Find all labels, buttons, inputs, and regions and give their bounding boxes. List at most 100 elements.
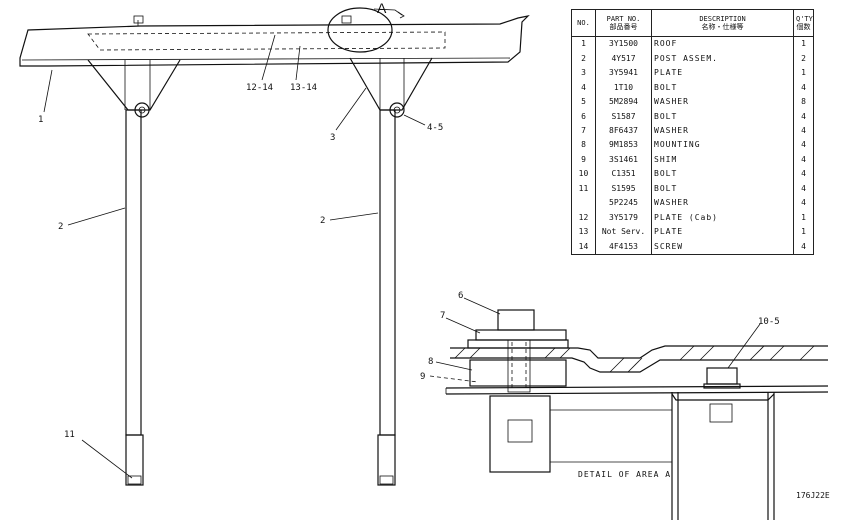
row-qty: 1 xyxy=(793,210,814,225)
right-post xyxy=(377,109,396,486)
header-qty: Q'TY 個数 xyxy=(793,9,814,37)
row-description: SHIM xyxy=(651,152,794,168)
row-qty: 8 xyxy=(793,94,814,110)
callout-2-left: 2 xyxy=(58,222,63,232)
row-qty: 4 xyxy=(793,138,814,153)
parts-list-table: NO. PART NO. 部品番号 DESCRIPTION 名称・仕様等 Q'T… xyxy=(571,9,814,256)
row-no: 11 xyxy=(571,181,596,197)
right-post-bracket xyxy=(349,57,433,118)
row-qty: 4 xyxy=(793,196,814,211)
row-no xyxy=(571,196,596,211)
row-qty: 4 xyxy=(793,167,814,182)
row-description: WASHER xyxy=(651,94,794,110)
callout-12-14: 12-14 xyxy=(246,83,273,93)
row-no: 9 xyxy=(571,152,596,168)
callout-3: 3 xyxy=(330,133,335,143)
callout-10-5: 10-5 xyxy=(758,317,780,327)
row-description: ROOF xyxy=(651,36,794,52)
row-qty: 4 xyxy=(793,123,814,139)
row-description: POST ASSEM. xyxy=(651,51,794,66)
row-part-no: 3Y5941 xyxy=(595,65,652,81)
callout-6: 6 xyxy=(458,291,463,301)
callout-2-right: 2 xyxy=(320,216,325,226)
row-qty: 4 xyxy=(793,152,814,168)
row-part-no: 3S1461 xyxy=(595,152,652,168)
row-qty: 4 xyxy=(793,239,814,256)
row-description: WASHER xyxy=(651,123,794,139)
row-description: BOLT xyxy=(651,109,794,124)
header-no: NO. xyxy=(571,9,596,37)
callout-9: 9 xyxy=(420,372,425,382)
header-description: DESCRIPTION 名称・仕様等 xyxy=(651,9,794,37)
row-no: 7 xyxy=(571,123,596,139)
left-post xyxy=(125,109,144,486)
row-description: BOLT xyxy=(651,80,794,95)
roof xyxy=(19,15,530,67)
parts-table-header: NO. PART NO. 部品番号 DESCRIPTION 名称・仕様等 Q'T… xyxy=(571,9,814,37)
row-no: 12 xyxy=(571,210,596,225)
row-part-no: 9M1853 xyxy=(595,138,652,153)
detail-area-a xyxy=(445,309,829,520)
row-no: 1 xyxy=(571,36,596,52)
left-post-bracket xyxy=(87,59,181,118)
header-part-no: PART NO. 部品番号 xyxy=(595,9,652,37)
row-description: SCREW xyxy=(651,239,794,256)
row-no: 8 xyxy=(571,138,596,153)
callout-8: 8 xyxy=(428,357,433,367)
area-a-circle xyxy=(327,7,393,53)
row-no: 10 xyxy=(571,167,596,182)
row-part-no: 3Y1500 xyxy=(595,36,652,52)
detail-caption: DETAIL OF AREA A xyxy=(578,470,672,479)
row-description: PLATE xyxy=(651,65,794,81)
row-description: PLATE (Cab) xyxy=(651,210,794,225)
row-part-no: 5P2245 xyxy=(595,196,652,211)
row-qty: 2 xyxy=(793,51,814,66)
row-part-no: 4F4153 xyxy=(595,239,652,256)
row-qty: 4 xyxy=(793,181,814,197)
callout-7: 7 xyxy=(440,311,445,321)
row-qty: 4 xyxy=(793,80,814,95)
row-no: 6 xyxy=(571,109,596,124)
row-no: 5 xyxy=(571,94,596,110)
row-part-no: S1587 xyxy=(595,109,652,124)
row-no: 4 xyxy=(571,80,596,95)
row-part-no: 1T10 xyxy=(595,80,652,95)
row-part-no: 3Y5179 xyxy=(595,210,652,225)
row-description: MOUNTING xyxy=(651,138,794,153)
row-no: 2 xyxy=(571,51,596,66)
row-description: BOLT xyxy=(651,167,794,182)
row-no: 13 xyxy=(571,224,596,240)
row-description: PLATE xyxy=(651,224,794,240)
row-qty: 1 xyxy=(793,224,814,240)
row-part-no: S1595 xyxy=(595,181,652,197)
callout-4-5: 4-5 xyxy=(427,123,443,133)
row-description: WASHER xyxy=(651,196,794,211)
row-part-no: C1351 xyxy=(595,167,652,182)
callout-1: 1 xyxy=(38,115,43,125)
row-qty: 1 xyxy=(793,65,814,81)
row-part-no: 8F6437 xyxy=(595,123,652,139)
row-no: 14 xyxy=(571,239,596,256)
area-a-label: A xyxy=(377,0,387,16)
row-no: 3 xyxy=(571,65,596,81)
row-part-no: Not Serv. xyxy=(595,224,652,240)
callout-11: 11 xyxy=(64,430,75,440)
callout-13-14: 13-14 xyxy=(290,83,317,93)
row-part-no: 4Y517 xyxy=(595,51,652,66)
drawing-number: 176J22E xyxy=(796,491,830,500)
